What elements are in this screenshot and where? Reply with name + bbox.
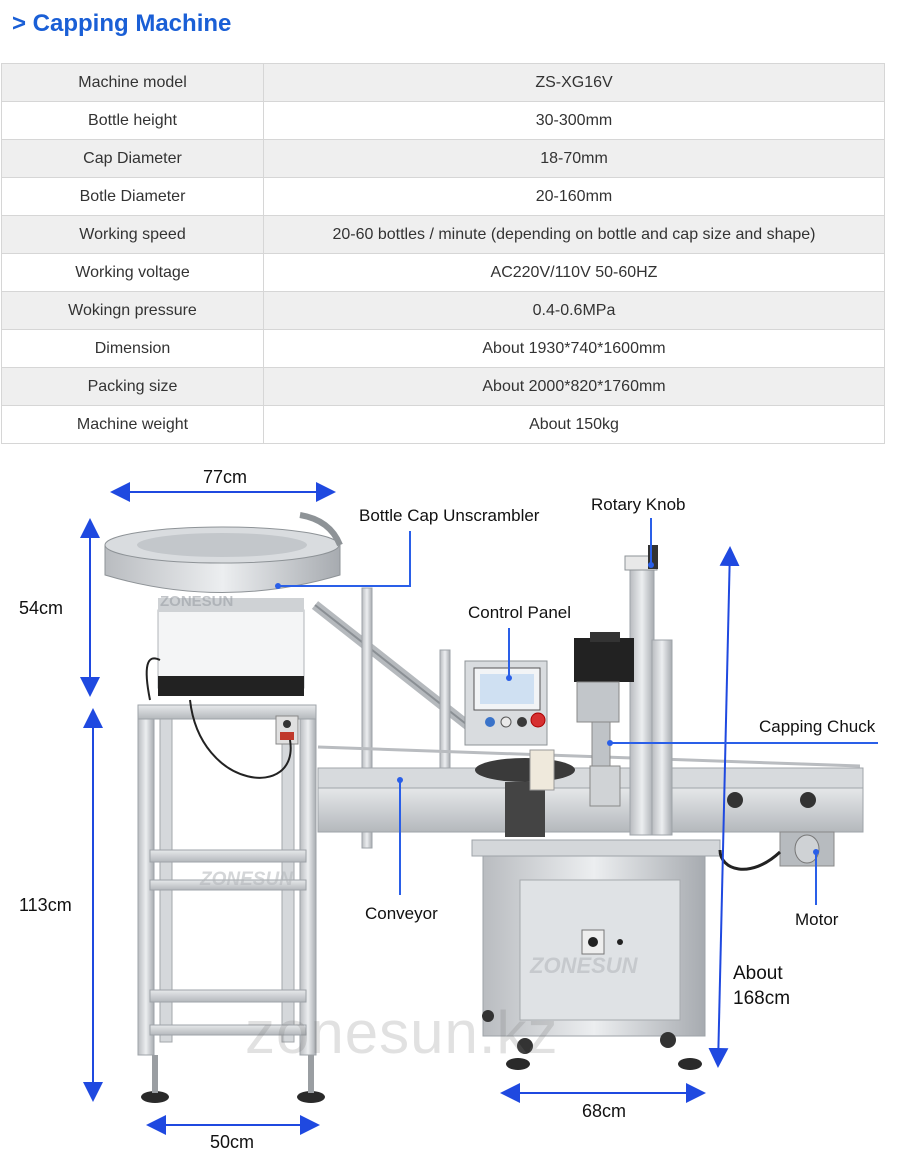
- spec-value: About 2000*820*1760mm: [263, 367, 885, 406]
- spec-value: 30-300mm: [263, 101, 885, 140]
- spec-label: Botle Diameter: [1, 177, 264, 216]
- label-conveyor: Conveyor: [365, 904, 438, 923]
- dim-base-width-label: 68cm: [582, 1101, 627, 1121]
- spec-value: 20-60 bottles / minute (depending on bot…: [263, 215, 885, 254]
- spec-value: ZS-XG16V: [263, 63, 885, 102]
- spec-value: About 1930*740*1600mm: [263, 329, 885, 368]
- label-motor: Motor: [795, 910, 839, 929]
- brand-mark-bowl: ZONESUN: [160, 593, 233, 610]
- dimension-lines: [80, 482, 740, 1135]
- base-cabinet: [471, 839, 721, 1070]
- spec-label: Machine weight: [1, 405, 264, 444]
- dim-top-width-label: 77cm: [203, 467, 248, 487]
- control-panel: [464, 660, 548, 746]
- spec-label: Dimension: [1, 329, 264, 368]
- spec-value: AC220V/110V 50-60HZ: [263, 253, 885, 292]
- capping-column: [574, 545, 673, 836]
- dim-total-height-label-2: 168cm: [733, 988, 791, 1009]
- dim-total-height-label-1: About: [733, 963, 783, 984]
- spec-label: Machine model: [1, 63, 264, 102]
- spec-label: Working speed: [1, 215, 264, 254]
- spec-label: Working voltage: [1, 253, 264, 292]
- label-bottle-cap-unscrambler: Bottle Cap Unscrambler: [359, 506, 540, 525]
- spec-label: Cap Diameter: [1, 139, 264, 178]
- brand-mark-cabinet: ZONESUN: [529, 953, 639, 978]
- spec-label: Packing size: [1, 367, 264, 406]
- watermark: zonesun.kz: [245, 999, 559, 1066]
- spec-value: 20-160mm: [263, 177, 885, 216]
- spec-label: Wokingn pressure: [1, 291, 264, 330]
- spec-value: 18-70mm: [263, 139, 885, 178]
- callout-lines: [275, 518, 878, 905]
- dim-stand-width-label: 50cm: [210, 1132, 255, 1152]
- spec-label: Bottle height: [1, 101, 264, 140]
- cap-unscrambler-bowl: [104, 512, 343, 701]
- label-control-panel: Control Panel: [468, 603, 572, 622]
- label-capping-chuck: Capping Chuck: [759, 717, 876, 736]
- dim-top-height-label: 54cm: [19, 598, 64, 618]
- cap-chute: [189, 587, 484, 849]
- turntable: [475, 749, 575, 837]
- brand-mark-stand: ZONESUN: [199, 869, 294, 890]
- label-rotary-knob: Rotary Knob: [591, 495, 686, 514]
- machine-illustration: ZONESUN ZONESUN ZONESUN: [80, 482, 878, 1135]
- dim-lower-height-label: 113cm: [19, 895, 72, 915]
- spec-value: 0.4-0.6MPa: [263, 291, 885, 330]
- page-title: > Capping Machine: [12, 10, 232, 37]
- spec-value: About 150kg: [263, 405, 885, 444]
- unscrambler-stand: [137, 704, 325, 1103]
